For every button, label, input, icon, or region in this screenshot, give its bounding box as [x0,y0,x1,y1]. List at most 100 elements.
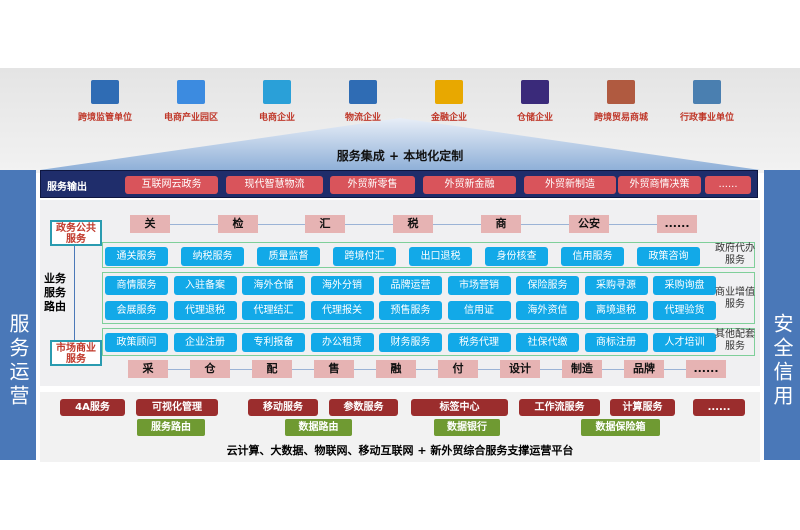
integration-title: 服务集成 + 本地化定制 [336,149,464,163]
entity-label: 仓储企业 [516,113,553,123]
entity-0[interactable]: 跨境监管单位 [60,80,150,123]
platform-service[interactable]: 参数服务 [329,399,398,416]
market-chain-node: 采 [128,360,168,378]
platform-service[interactable]: 可视化管理 [136,399,218,416]
gov-service-button[interactable]: 跨境付汇 [333,247,396,266]
gov-service-button[interactable]: 身份核查 [485,247,548,266]
other-service-button[interactable]: 商标注册 [584,333,648,352]
biz-service-button[interactable]: 市场营销 [447,276,511,295]
gov-service-button[interactable]: 通关服务 [105,247,168,266]
biz-service-button[interactable]: 预售服务 [379,301,442,320]
platform-data-service[interactable]: 数据路由 [285,419,352,436]
entity-7[interactable]: 行政事业单位 [662,80,752,123]
biz-service-button[interactable]: 保险服务 [516,276,579,295]
platform-data-service[interactable]: 数据银行 [434,419,500,436]
output-item[interactable]: 外贸新金融 [423,176,516,194]
gov-service-button[interactable]: 政策咨询 [637,247,700,266]
entity-6[interactable]: 跨境贸易商城 [576,80,666,123]
platform-data-service[interactable]: 服务路由 [137,419,205,436]
entity-2[interactable]: 电商企业 [232,80,322,123]
gov-chain-node: 公安 [569,215,609,233]
platform-service[interactable]: ...... [693,399,745,416]
biz-service-button[interactable]: 入驻备案 [173,276,237,295]
biz-service-button[interactable]: 代理报关 [310,301,374,320]
gov-chain-node: 关 [130,215,170,233]
entity-3[interactable]: 物流企业 [318,80,408,123]
gov-services-group [102,242,755,268]
biz-service-button[interactable]: 代理验货 [653,301,716,320]
admin-badge-icon [693,80,721,104]
biz-service-button[interactable]: 会展服务 [105,301,168,320]
market-chain-node: 融 [376,360,416,378]
biz-service-button[interactable]: 海外资信 [516,301,579,320]
market-chain-node: 制造 [562,360,602,378]
biz-service-button[interactable]: 海外分销 [310,276,374,295]
gov-service-button[interactable]: 出口退税 [409,247,472,266]
market-business-service-label: 市场商业服务 [50,340,102,366]
entity-4[interactable]: 金融企业 [404,80,494,123]
biz-service-button[interactable]: 海外仓储 [242,276,305,295]
other-service-button[interactable]: 政策顾问 [105,333,168,352]
output-item[interactable]: 现代智慧物流 [226,176,323,194]
gov-public-service-label: 政务公共服务 [50,220,102,246]
entity-label: 跨境贸易商城 [593,113,648,123]
market-chain-node: 售 [314,360,354,378]
gov-service-button[interactable]: 质量监督 [257,247,320,266]
biz-service-button[interactable]: 代理退税 [173,301,237,320]
market-chain-line [140,369,710,370]
gov-service-button[interactable]: 信用服务 [561,247,624,266]
platform-data-service[interactable]: 数据保险箱 [581,419,660,436]
platform-service[interactable]: 工作流服务 [519,399,600,416]
platform-service[interactable]: 计算服务 [610,399,675,416]
market-chain-node: 设计 [500,360,540,378]
routing-label: 业务服务路由 [44,272,72,314]
biz-service-button[interactable]: 离境退税 [584,301,648,320]
biz-service-button[interactable]: 信用证 [447,301,511,320]
truck-icon [349,80,377,104]
gov-chain-node: 检 [218,215,258,233]
service-output-bar: 服务输出 互联网云政务现代智慧物流外贸新零售外贸新金融外贸新制造外贸商情决策..… [40,170,758,198]
monitor-cart-icon [263,80,291,104]
entity-label: 电商企业 [258,113,295,123]
output-item[interactable]: ...... [705,176,751,194]
entity-label: 电商产业园区 [163,113,218,123]
entity-5[interactable]: 仓储企业 [490,80,580,123]
output-item[interactable]: 互联网云政务 [125,176,218,194]
biz-service-button[interactable]: 采购询盘 [653,276,716,295]
market-chain-node: 仓 [190,360,230,378]
market-chain-node: 配 [252,360,292,378]
biz-service-button[interactable]: 品牌运营 [379,276,442,295]
other-service-button[interactable]: 企业注册 [173,333,237,352]
biz-service-button[interactable]: 代理结汇 [242,301,305,320]
entity-label: 跨境监管单位 [77,113,132,123]
gov-chain-node: 汇 [305,215,345,233]
other-service-button[interactable]: 办公租赁 [310,333,374,352]
other-service-button[interactable]: 税务代理 [447,333,511,352]
customs-logo-icon [91,80,119,104]
other-services-group [102,328,755,356]
biz-services-group [102,272,755,324]
other-service-button[interactable]: 社保代缴 [516,333,579,352]
other-services-label: 其他配套服务 [715,329,755,352]
biz-services-label: 商业增值服务 [715,287,755,310]
biz-service-button[interactable]: 采购寻源 [584,276,648,295]
other-service-button[interactable]: 财务服务 [379,333,442,352]
other-service-button[interactable]: 人才培训 [653,333,716,352]
biz-service-button[interactable]: 商情服务 [105,276,168,295]
output-item[interactable]: 外贸新零售 [330,176,415,194]
security-credit-column: 安全信用 [764,170,800,460]
platform-service[interactable]: 4A服务 [60,399,125,416]
platform-service[interactable]: 移动服务 [248,399,318,416]
gov-service-button[interactable]: 纳税服务 [181,247,244,266]
platform-footer: 云计算、大数据、物联网、移动互联网 + 新外贸综合服务支撑运营平台 [226,444,574,457]
output-item[interactable]: 外贸新制造 [524,176,616,194]
service-operation-column: 服务运营 [0,170,36,460]
market-chain-node: 付 [438,360,478,378]
entity-1[interactable]: 电商产业园区 [146,80,236,123]
output-item[interactable]: 外贸商情决策 [618,176,701,194]
platform-service[interactable]: 标签中心 [411,399,508,416]
gov-chain-node: ...... [657,215,697,233]
entity-label: 金融企业 [430,113,467,123]
other-service-button[interactable]: 专利报备 [242,333,305,352]
routing-arrow [74,246,75,340]
